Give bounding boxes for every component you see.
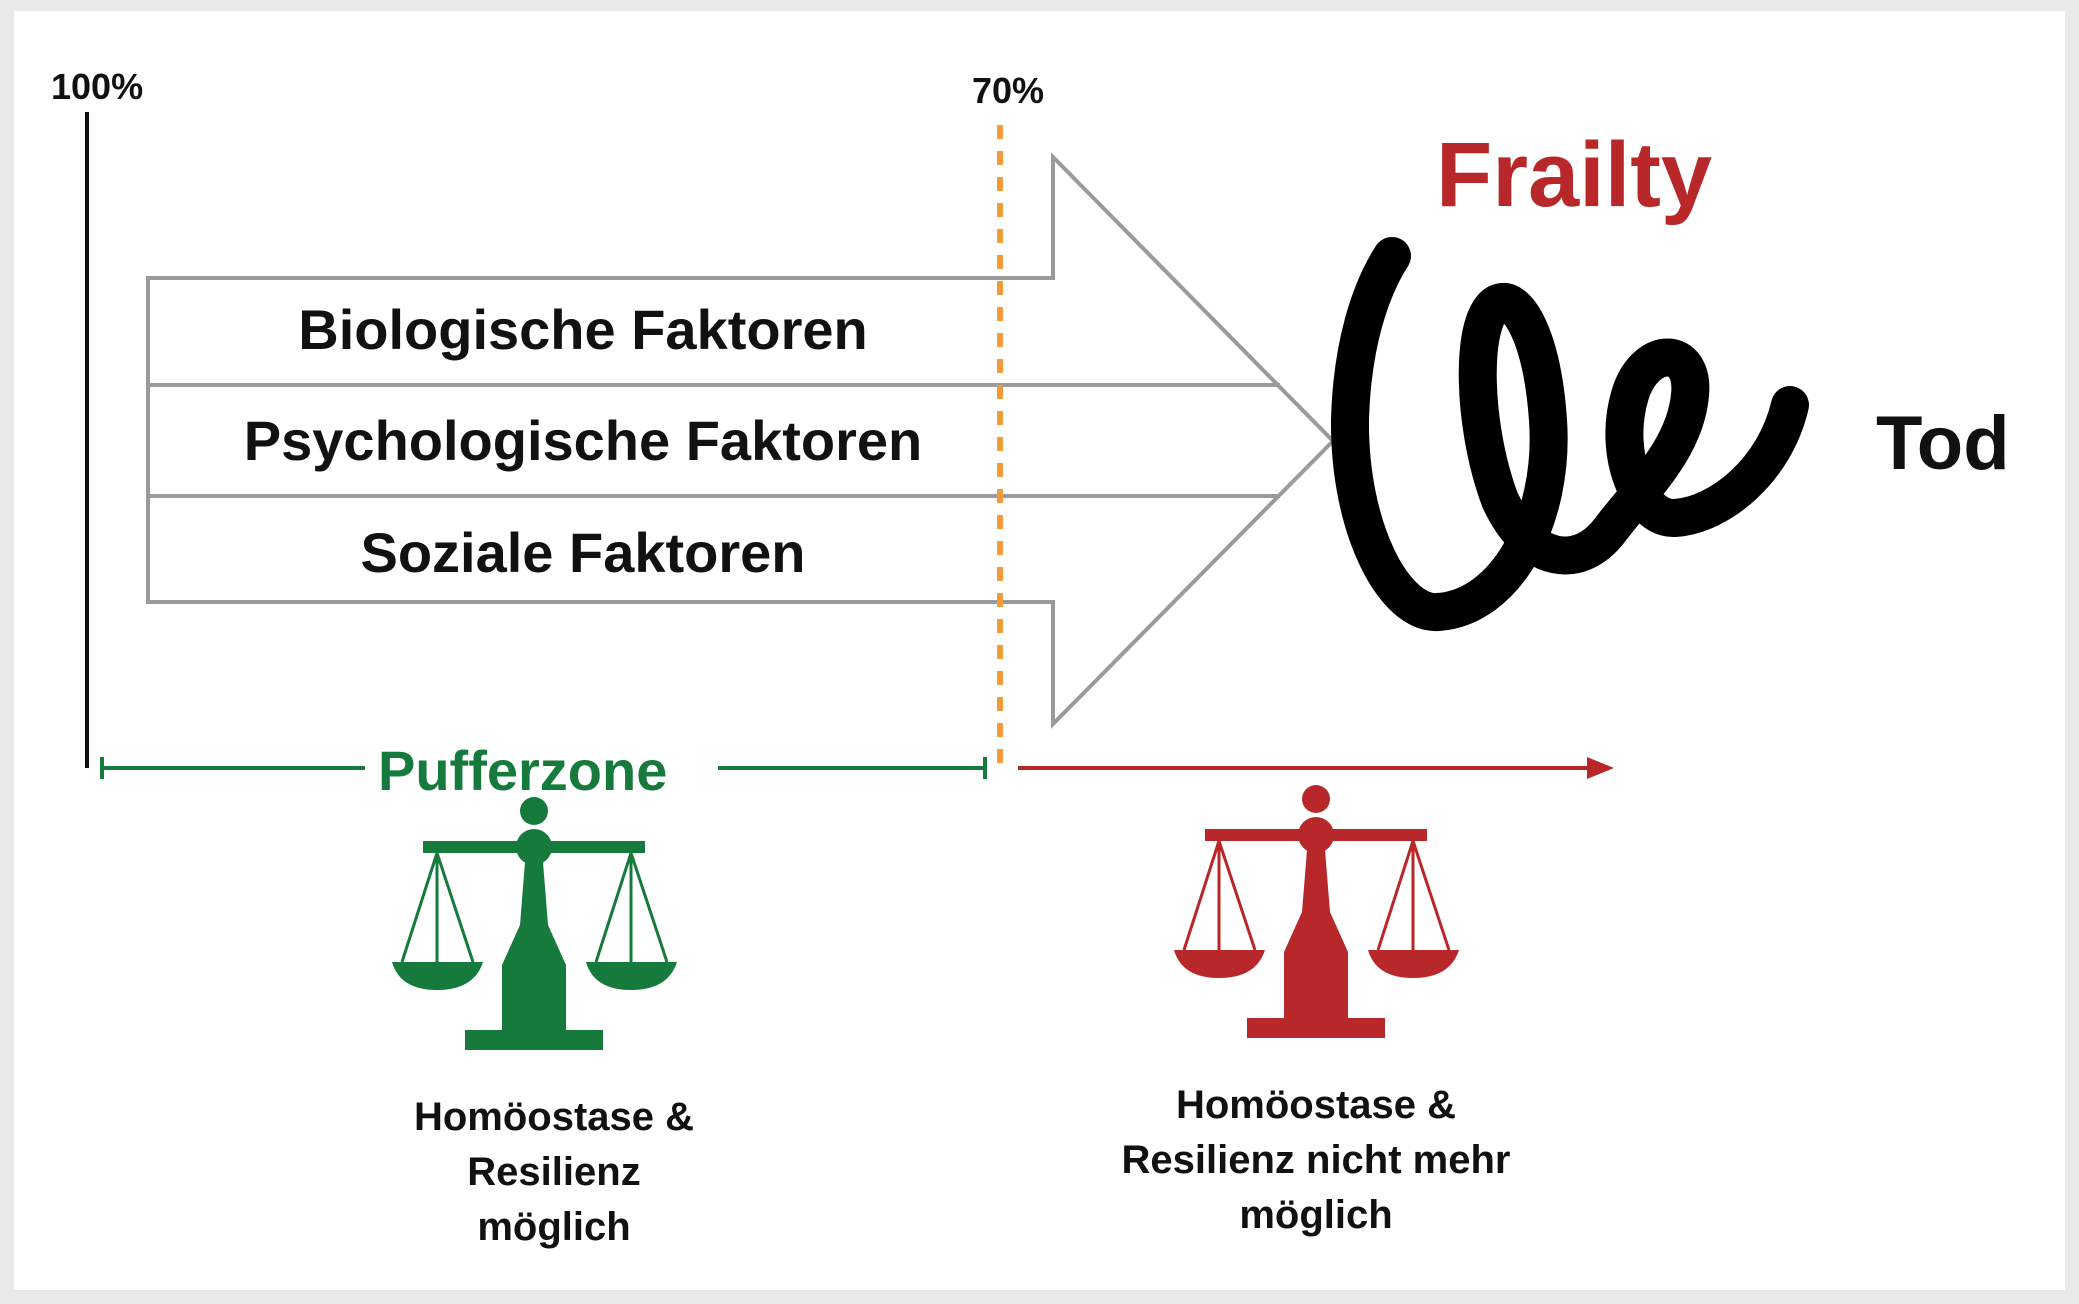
buffer-zone-label: Pufferzone [378,739,668,802]
caption-possible-line-3: möglich [477,1205,631,1249]
caption-not-possible-line-3: möglich [1239,1193,1393,1237]
factor-biological: Biologische Faktoren [298,298,868,361]
threshold-percent-label: 70% [972,70,1045,111]
factors-arrow [146,152,1336,729]
frailty-title: Frailty [1436,124,1713,226]
caption-homeostasis-possible: Homöostase & Resilienz möglich [334,1090,774,1255]
balance-scale-green-icon [392,797,677,1050]
diagram-canvas: 100% 70% Frailty Tod Biologische Faktore… [14,11,2065,1290]
caption-homeostasis-not-possible: Homöostase & Resilienz nicht mehr möglic… [1066,1078,1566,1243]
frailty-arrow-head [1587,757,1614,779]
factor-psychological: Psychologische Faktoren [243,409,923,472]
death-label: Tod [1876,401,2010,486]
balance-scale-red-icon [1174,785,1459,1038]
frailty-spiral-icon [1330,237,1809,631]
caption-not-possible-line-2: Resilienz nicht mehr [1121,1138,1511,1182]
caption-not-possible-line-1: Homöostase & [1175,1083,1457,1127]
caption-possible-line-1: Homöostase & [413,1095,695,1139]
caption-possible-line-2: Resilienz [467,1150,641,1194]
factor-social: Soziale Faktoren [360,521,806,584]
start-percent-label: 100% [51,66,144,107]
